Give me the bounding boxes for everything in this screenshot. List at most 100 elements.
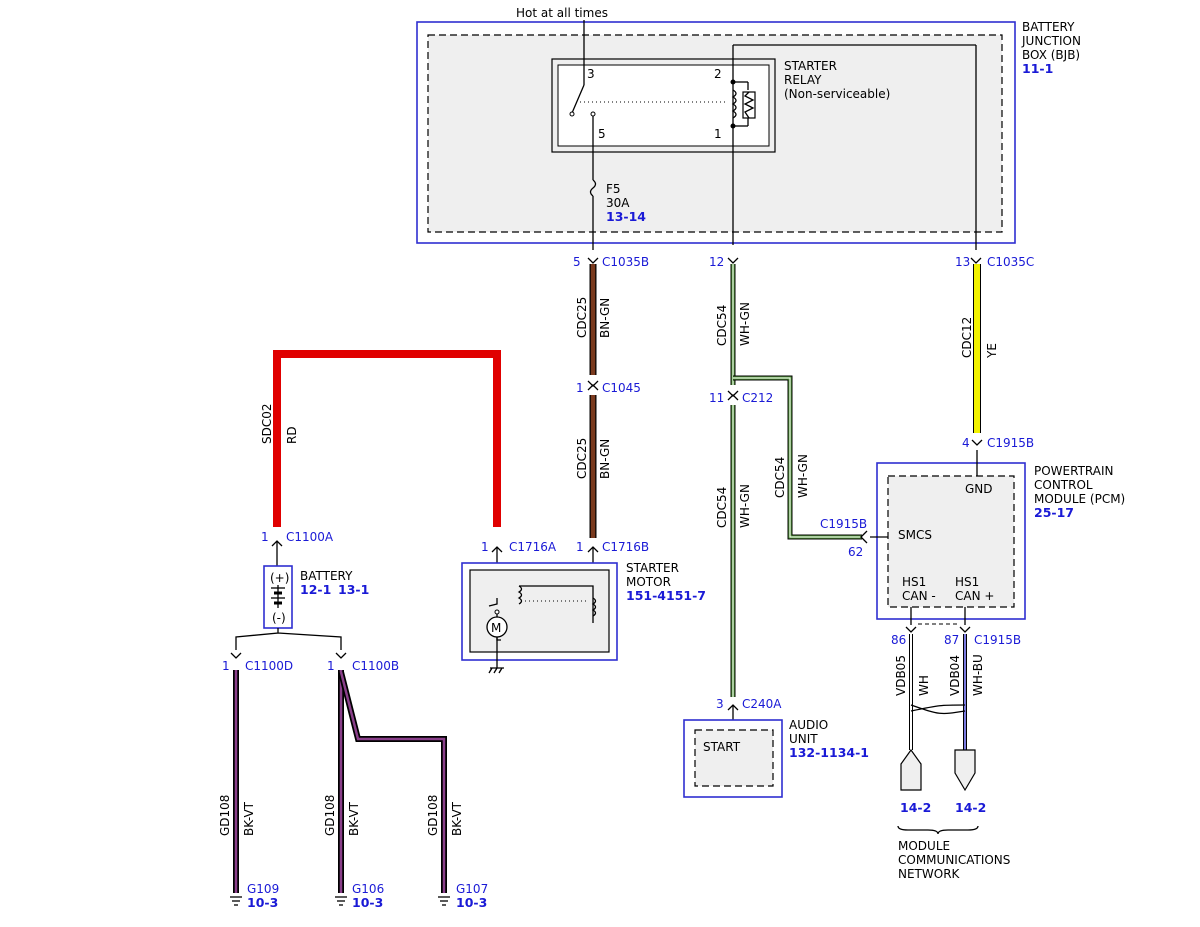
audio-unit-module: START: [683, 719, 783, 798]
network-connectors: [897, 748, 979, 835]
bjb-label-1: BATTERY: [1022, 20, 1075, 34]
conn-c1716b-pin: 1: [576, 540, 584, 554]
pcm-inner: [887, 475, 1015, 608]
fuse-name: F5: [606, 182, 621, 196]
wire-label-cdc54-pcm-circuit: CDC54: [773, 457, 787, 498]
starter-label-2: MOTOR: [626, 575, 671, 589]
network-label-3: NETWORK: [898, 867, 961, 881]
relay-pin-3: 3: [587, 67, 595, 81]
wire-cdc54-to-pcm: [733, 375, 862, 540]
battery-label: BATTERY: [300, 569, 353, 583]
conn-c1045-pin: 1: [576, 381, 584, 395]
ground-g106-ref[interactable]: 10-3: [352, 895, 383, 910]
network-brace: [897, 825, 979, 835]
wire-label-gd108-a-circuit: GD108: [218, 795, 232, 836]
network-ref-1[interactable]: 14-2: [900, 800, 931, 815]
conn-c1100a-pin: 1: [261, 530, 269, 544]
network-connector-b-icon: [954, 749, 976, 792]
battery-ground-split: [235, 628, 342, 650]
wire-sdc02: [273, 350, 501, 527]
conn-c1915b-smcs-id: C1915B: [820, 517, 867, 531]
bjb-module: BATTERY JUNCTION BOX (BJB) 11-1 STARTER …: [416, 20, 1081, 250]
bjb-label-3: BOX (BJB): [1022, 48, 1080, 62]
conn-c1045-id: C1045: [602, 381, 641, 395]
motor-symbol: M: [491, 621, 501, 635]
wire-label-cdc54-lower-circuit: CDC54: [715, 487, 729, 528]
conn-c1716a-id: C1716A: [509, 540, 557, 554]
conn-c1035c-id: C1035C: [987, 255, 1034, 269]
battery-ref-2[interactable]: 13-1: [338, 582, 369, 597]
wire-label-vdb05-circuit: VDB05: [894, 655, 908, 696]
starter-ref-1[interactable]: 151-4: [626, 588, 666, 603]
relay-pin-1: 1: [714, 127, 722, 141]
conn-c1100a-id: C1100A: [286, 530, 334, 544]
conn-c212-id: C212: [742, 391, 773, 405]
starter-motor-module: M: [461, 562, 618, 674]
connector-marks: [230, 257, 983, 730]
wire-label-gd108-b-color: BK-VT: [347, 801, 361, 836]
starter-inner: [469, 569, 610, 653]
wire-label-vdb05-color: WH: [917, 675, 931, 696]
relay-coil-symbol: [730, 45, 756, 245]
ground-g107-id: G107: [456, 882, 488, 896]
audio-ref-1[interactable]: 132-1: [789, 745, 829, 760]
wire-label-sdc02-circuit: SDC02: [260, 403, 274, 444]
relay-label-2: RELAY: [784, 73, 822, 87]
relay-label-1: STARTER: [784, 59, 837, 73]
conn-c1100d-id: C1100D: [245, 659, 293, 673]
battery-minus: (-): [272, 611, 286, 625]
wire-label-gd108-a-color: BK-VT: [242, 801, 256, 836]
audio-label-1: AUDIO: [789, 718, 828, 732]
wire-label-cdc25-upper-circuit: CDC25: [575, 297, 589, 338]
fuse-ref[interactable]: 13-14: [606, 209, 646, 224]
conn-c1915b-can-pin: 87: [944, 633, 959, 647]
battery-ref-1[interactable]: 12-1: [300, 582, 331, 597]
conn-c1915b-gnd-id: C1915B: [987, 436, 1034, 450]
hot-at-all-times-label: Hot at all times: [516, 6, 608, 20]
wire-label-sdc02-color: RD: [285, 426, 299, 444]
conn-c1100b-pin: 1: [327, 659, 335, 673]
network-connector-a-icon: [900, 748, 922, 791]
conn-c1915b-gnd-pin: 4: [962, 436, 970, 450]
wire-label-cdc12-circuit: CDC12: [960, 317, 974, 358]
ground-g109-ref[interactable]: 10-3: [247, 895, 278, 910]
wire-label-cdc54-lower-color: WH-GN: [738, 484, 752, 528]
relay-pin-5: 5: [598, 127, 606, 141]
conn-c1716b-id: C1716B: [602, 540, 649, 554]
conn-12-pin: 12: [709, 255, 724, 269]
battery-module: (+) (-): [235, 565, 342, 650]
wire-label-cdc25-upper-color: BN-GN: [598, 298, 612, 338]
wire-label-vdb04-circuit: VDB04: [948, 655, 962, 696]
wire-label-cdc25-lower-circuit: CDC25: [575, 438, 589, 479]
pcm-can-plus-2: CAN +: [955, 589, 994, 603]
wire-label-gd108-c-color: BK-VT: [450, 801, 464, 836]
pcm-label-2: CONTROL: [1034, 478, 1093, 492]
wire-label-vdb04-color: WH-BU: [971, 654, 985, 696]
conn-c1100d-pin: 1: [222, 659, 230, 673]
wire-label-gd108-c-circuit: GD108: [426, 795, 440, 836]
twisted-pair-symbol: [910, 704, 966, 715]
chassis-ground-icon: [488, 667, 504, 674]
pcm-can-minus-1: HS1: [902, 575, 926, 589]
starter-ref-2[interactable]: 151-7: [666, 588, 706, 603]
pcm-module: GND SMCS HS1 CAN - HS1 CAN +: [870, 450, 1026, 625]
pcm-label-3: MODULE (PCM): [1034, 492, 1125, 506]
fuse-rating: 30A: [606, 196, 630, 210]
pcm-ref[interactable]: 25-17: [1034, 505, 1074, 520]
bjb-ref[interactable]: 11-1: [1022, 61, 1053, 76]
network-ref-2[interactable]: 14-2: [955, 800, 986, 815]
conn-c1915b-can-id: C1915B: [974, 633, 1021, 647]
audio-ref-2[interactable]: 134-1: [829, 745, 869, 760]
pcm-pin-smcs: SMCS: [898, 528, 932, 542]
relay-switch-symbol: [569, 20, 728, 180]
network-label-2: COMMUNICATIONS: [898, 853, 1010, 867]
battery-plus: (+): [270, 571, 289, 585]
conn-c1035b-id: C1035B: [602, 255, 649, 269]
battery-cell-icon: [271, 585, 285, 608]
ground-g107-ref[interactable]: 10-3: [456, 895, 487, 910]
conn-c1035c-pin: 13: [955, 255, 970, 269]
ground-g109-id: G109: [247, 882, 279, 896]
pcm-can-minus-2: CAN -: [902, 589, 936, 603]
relay-pin-2: 2: [714, 67, 722, 81]
